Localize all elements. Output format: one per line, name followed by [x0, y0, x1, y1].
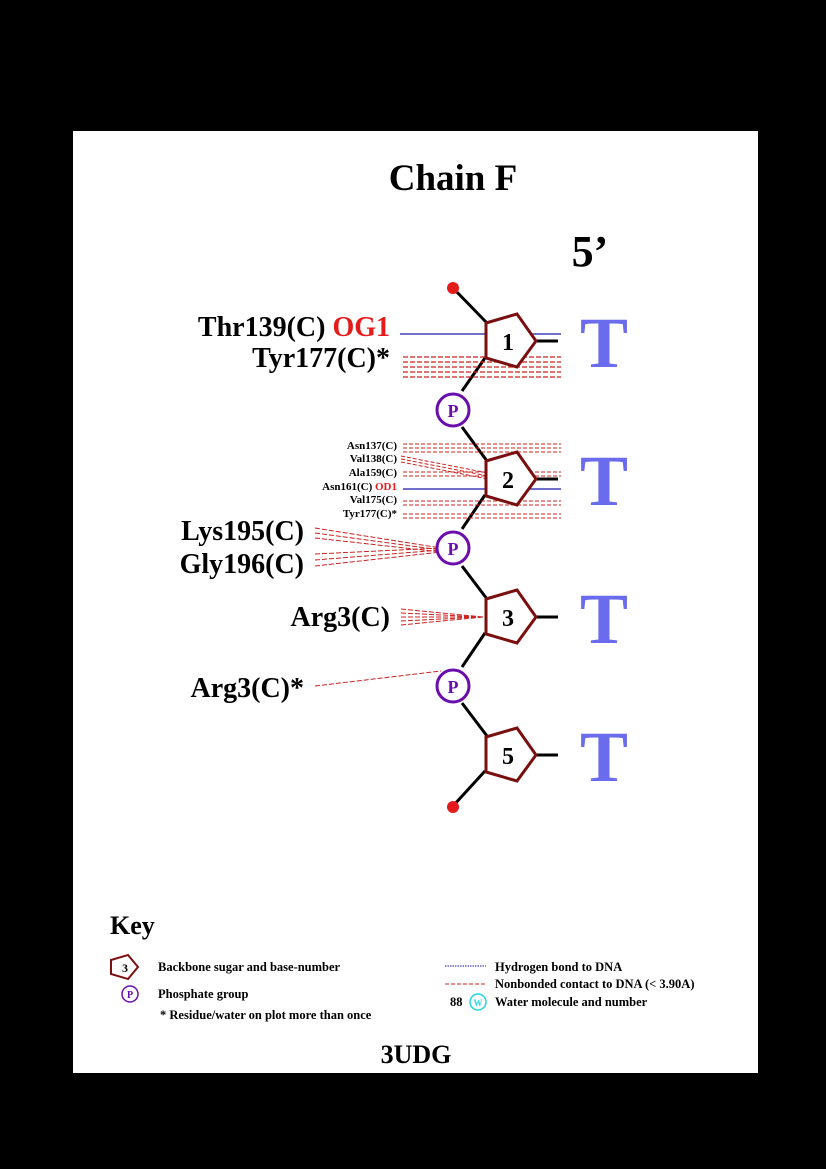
dna-contact-diagram: Chain F 5’ [110, 158, 695, 1069]
svg-text:5: 5 [502, 744, 514, 770]
key-nonbonded-label: Nonbonded contact to DNA (< 3.90A) [495, 977, 695, 991]
svg-text:P: P [448, 539, 459, 559]
key-water-icon: W [469, 993, 487, 1011]
svg-text:3: 3 [502, 606, 514, 632]
chain-title: Chain F [389, 158, 518, 199]
nonbonded-lines-arg3 [400, 608, 484, 626]
key-hbond-label: Hydrogen bond to DNA [495, 960, 622, 974]
residue-lys195: Lys195(C) [181, 516, 304, 547]
residue-asn161: Asn161(C) OD1 [322, 481, 397, 493]
base-3: T [580, 579, 628, 659]
residue-thr139: Thr139(C) OG1 [198, 312, 390, 343]
nonbonded-lines-nt2 [400, 443, 561, 519]
svg-text:P: P [448, 677, 459, 697]
residue-ala159: Ala159(C) [349, 467, 398, 479]
key-sugar-label: Backbone sugar and base-number [158, 960, 341, 974]
residue-gly196: Gly196(C) [180, 549, 304, 580]
key-residue-note: * Residue/water on plot more than once [160, 1008, 372, 1022]
strand-start-dot [447, 282, 459, 294]
nonbonded-line-arg3-star [314, 670, 442, 687]
residue-val138: Val138(C) [350, 453, 398, 465]
residue-tyr177: Tyr177(C)* [252, 343, 390, 374]
svg-text:P: P [127, 990, 133, 1001]
key-title: Key [110, 911, 155, 940]
key-phosphate-icon: P [121, 985, 139, 1003]
diagram-panel: Chain F 5’ [73, 131, 758, 1073]
phosphate-1: P [435, 392, 471, 428]
atom-og1: OG1 [332, 312, 390, 343]
atom-od1: OD1 [375, 481, 397, 493]
sugar-3: 3 [484, 588, 538, 645]
svg-text:W: W [474, 998, 483, 1008]
pdb-code: 3UDG [381, 1040, 452, 1069]
key-sugar-icon: 3 [110, 953, 140, 981]
base-1: T [580, 303, 628, 383]
svg-text:1: 1 [502, 330, 514, 356]
residue-arg3-star: Arg3(C)* [190, 673, 304, 704]
svg-text:2: 2 [502, 468, 514, 494]
residue-asn137: Asn137(C) [347, 440, 397, 452]
residue-val175: Val175(C) [350, 494, 398, 506]
sugar-1: 1 [484, 312, 538, 369]
phosphate-2: P [435, 530, 471, 566]
key-phosphate-label: Phosphate group [158, 987, 248, 1001]
sugar-2: 2 [484, 450, 538, 507]
key-water-label: Water molecule and number [495, 995, 648, 1009]
base-5: T [580, 717, 628, 797]
nonbonded-lines-tyr177 [403, 356, 561, 378]
svg-text:P: P [448, 401, 459, 421]
residue-arg3: Arg3(C) [290, 602, 390, 633]
residue-tyr177-2: Tyr177(C)* [343, 508, 398, 520]
phosphate-3: P [435, 668, 471, 704]
nonbonded-lines-lys-gly [314, 527, 442, 567]
strand-end-dot [447, 801, 459, 813]
five-prime-label: 5’ [572, 227, 609, 276]
svg-text:3: 3 [122, 961, 128, 975]
sugar-5: 5 [484, 726, 538, 783]
base-2: T [580, 441, 628, 521]
key-water-number: 88 [450, 995, 463, 1009]
